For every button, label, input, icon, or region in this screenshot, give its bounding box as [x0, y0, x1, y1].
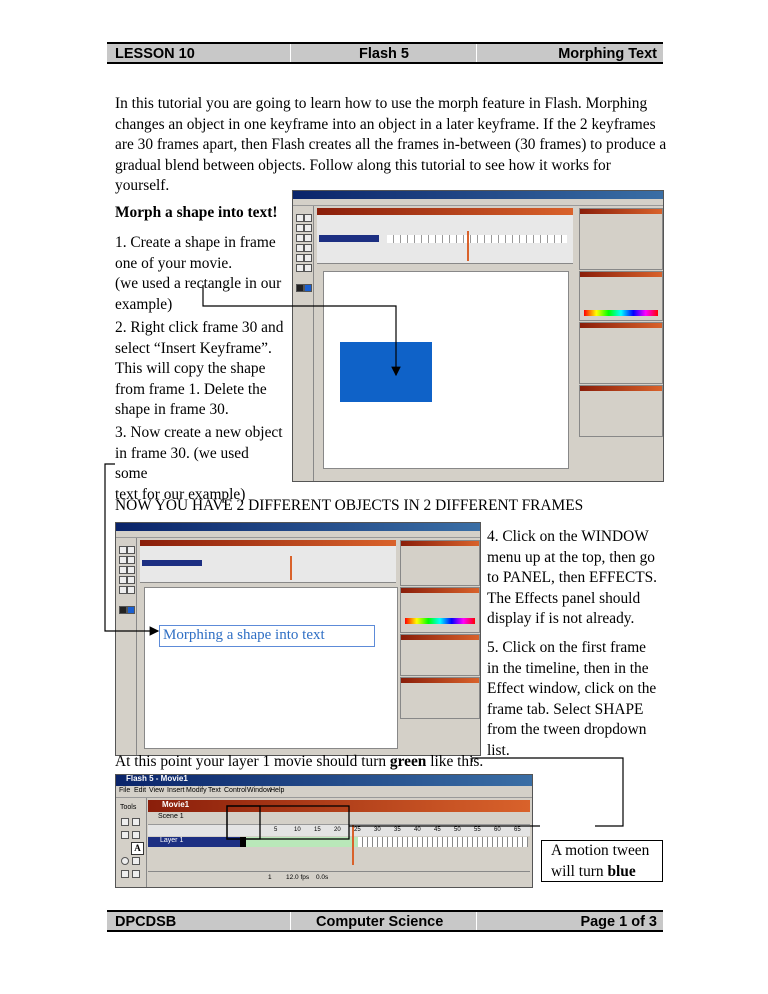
step-1: 1. Create a shape in frame one of your m…: [115, 234, 282, 313]
intro-paragraph: In this tutorial you are going to learn …: [115, 95, 667, 194]
header-bar: LESSON 10 Flash 5 Morphing Text: [107, 42, 663, 64]
screenshot-flash-text: Morphing a shape into text: [115, 522, 481, 756]
section-heading: Morph a shape into text!: [115, 204, 278, 221]
green-instruction: At this point your layer 1 movie should …: [115, 753, 484, 770]
blue-rectangle: [340, 342, 432, 402]
footer-org: DPCDSB: [115, 914, 177, 930]
notice-line: NOW YOU HAVE 2 DIFFERENT OBJECTS IN 2 DI…: [115, 497, 584, 514]
footer-page: Page 1 of 3: [580, 914, 657, 930]
step-3: 3. Now create a new object in frame 30. …: [115, 424, 283, 503]
header-course: Flash 5: [359, 46, 409, 62]
header-topic: Morphing Text: [558, 46, 657, 62]
step-5: 5. Click on the first frame in the timel…: [487, 639, 657, 759]
step-4: 4. Click on the WINDOW menu up at the to…: [487, 528, 658, 627]
shape-tween-frames[interactable]: [246, 837, 358, 847]
flash-menu-bar: File Edit View Insert Modify Text Contro…: [116, 786, 532, 798]
motion-tween-note: A motion tween will turn blue: [541, 840, 663, 882]
morph-text-sample: Morphing a shape into text: [163, 627, 325, 643]
screenshot-timeline: Flash 5 - Movie1 File Edit View Insert M…: [115, 774, 533, 888]
screenshot-flash-rectangle: [292, 190, 664, 482]
header-lesson: LESSON 10: [115, 46, 195, 62]
footer-bar: DPCDSB Computer Science Page 1 of 3: [107, 910, 663, 932]
footer-subject: Computer Science: [316, 914, 444, 930]
step-2: 2. Right click frame 30 and select “Inse…: [115, 319, 284, 418]
layer-row[interactable]: Layer 1: [148, 837, 240, 847]
